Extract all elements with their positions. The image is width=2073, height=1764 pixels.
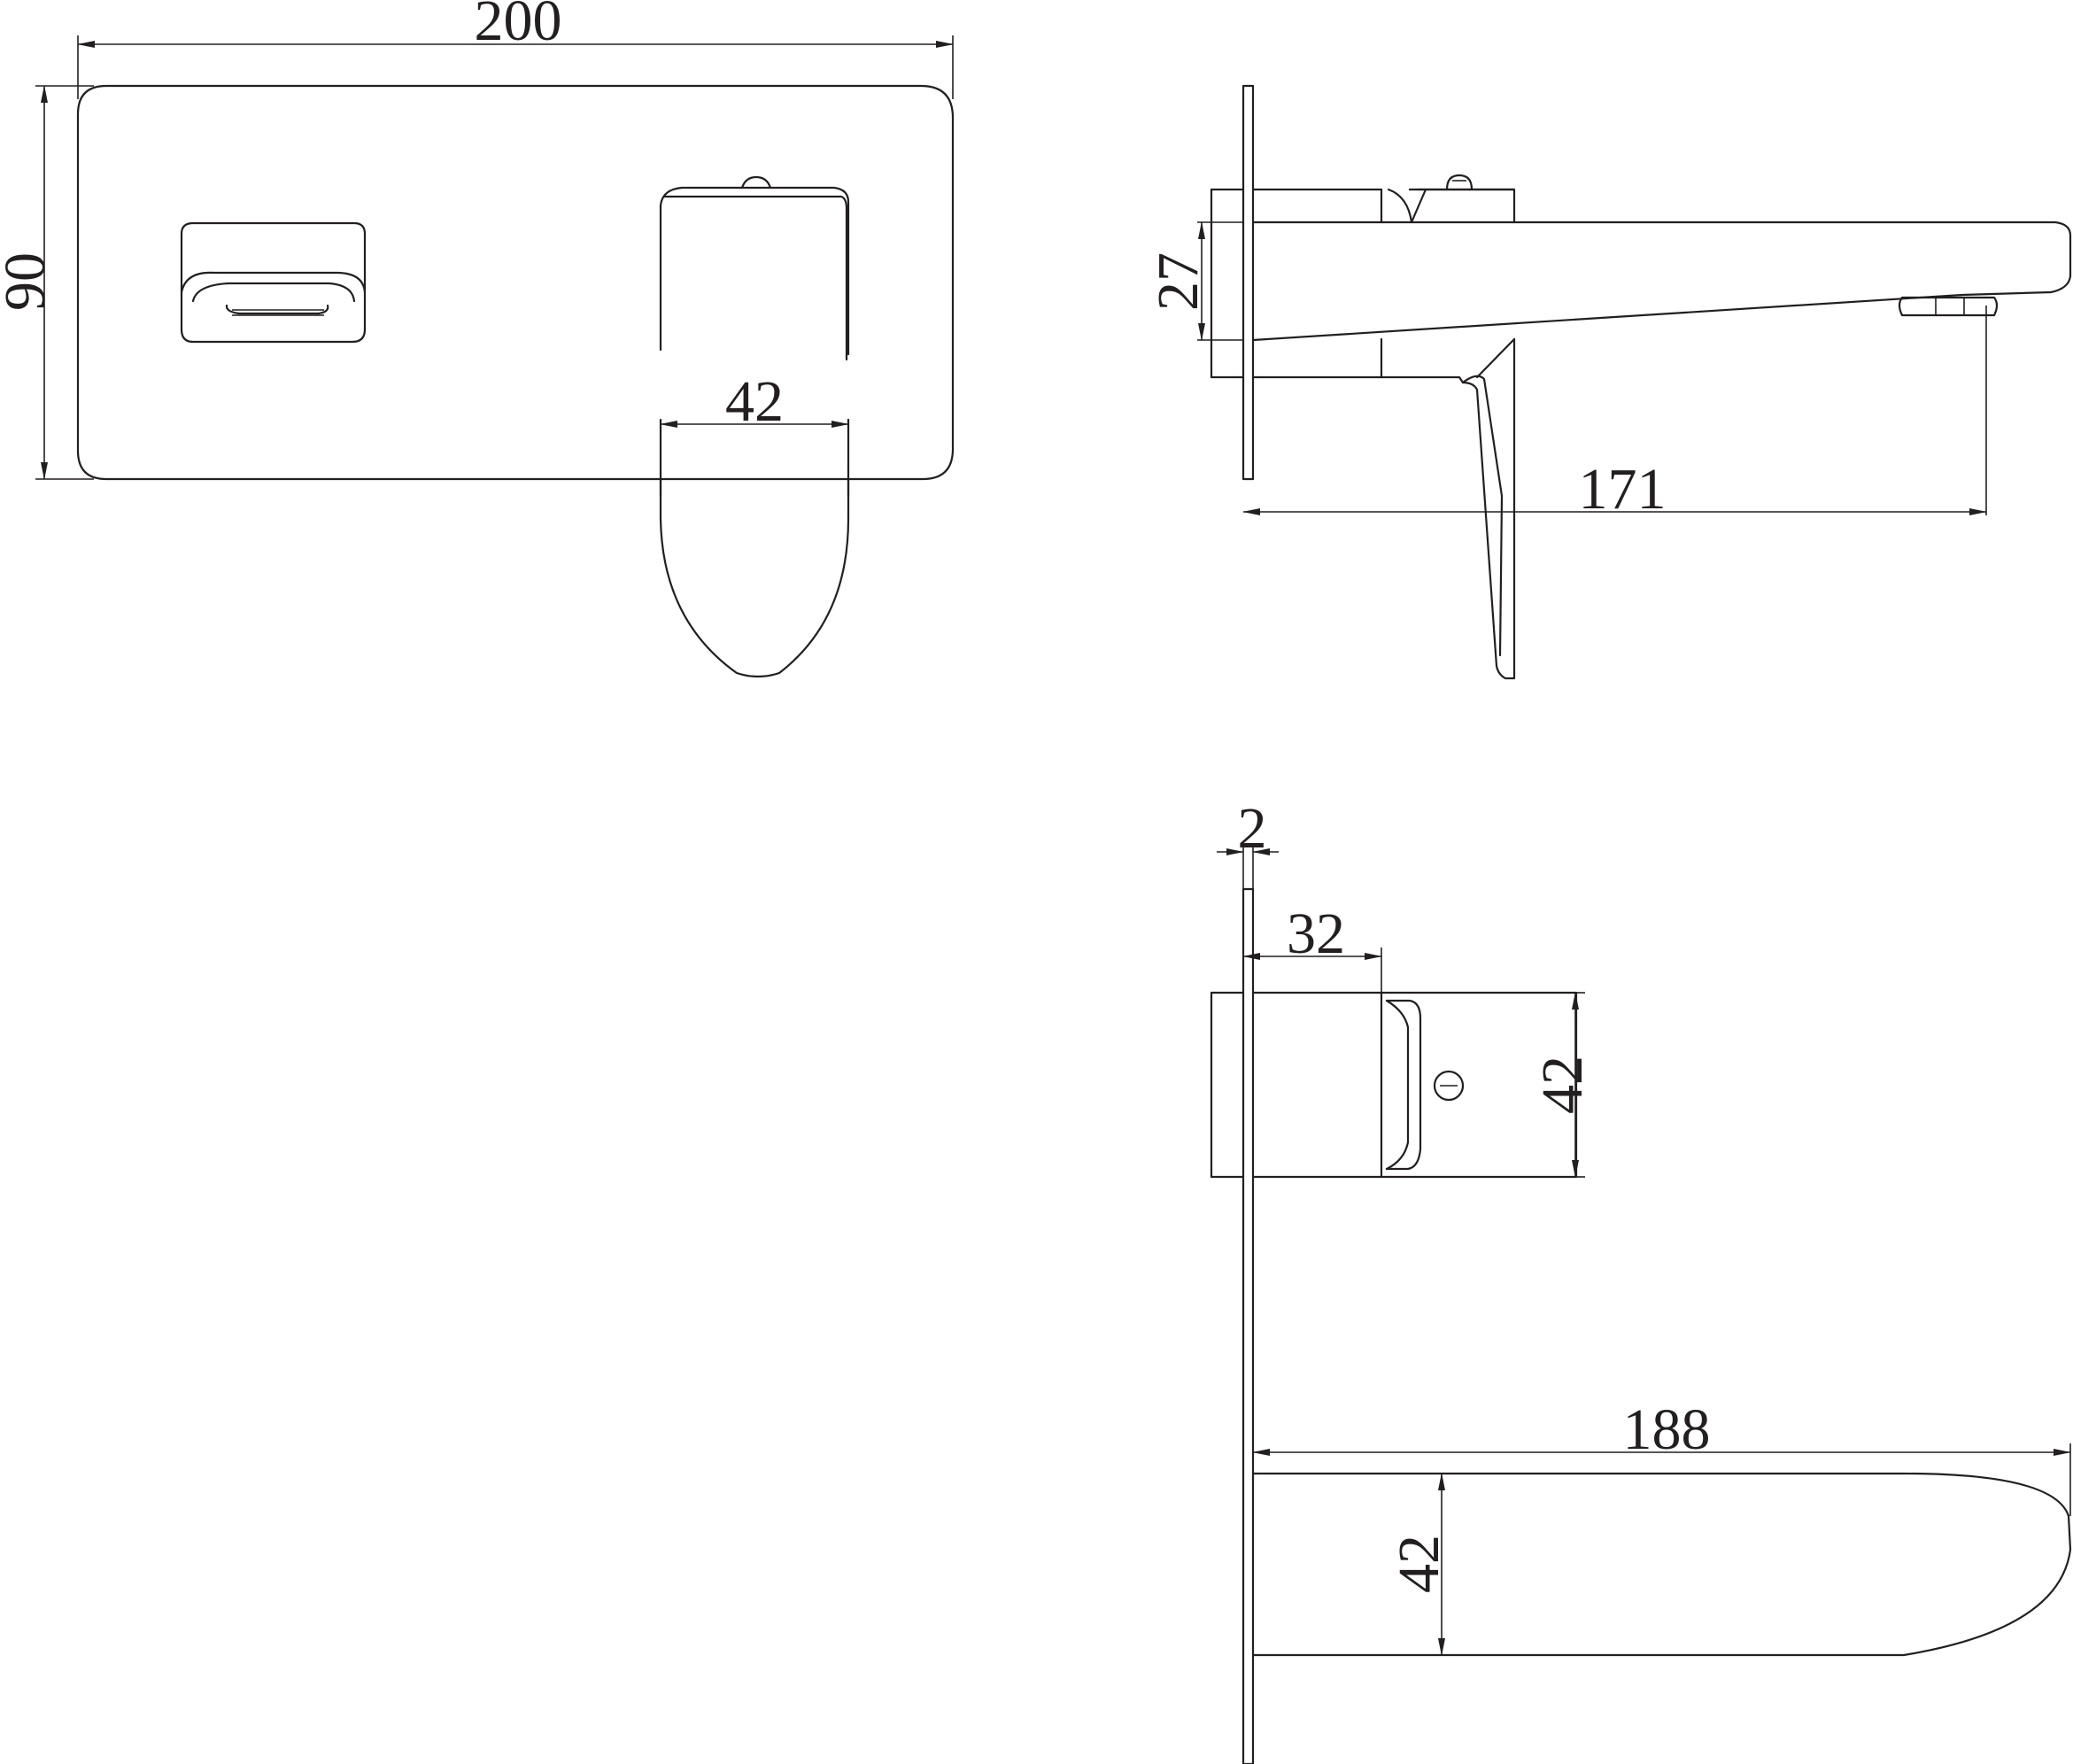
side-body [1210, 188, 1516, 224]
top-wall-plate [1241, 887, 1255, 1764]
dim-lever-width-front: 42 [725, 369, 784, 434]
dim-plate-thickness: 2 [1238, 796, 1267, 861]
side-lever-handle [1380, 337, 1516, 680]
side-view: 27 171 [1146, 84, 2072, 680]
dim-body-depth: 32 [1287, 901, 1345, 966]
dim-body-height: 42 [1530, 1056, 1595, 1114]
side-spout [1251, 220, 2072, 342]
front-view: 200 90 42 [0, 0, 955, 678]
front-wall-plate [76, 84, 955, 481]
dim-spout-length: 188 [1623, 1397, 1711, 1462]
top-spout [1251, 1472, 2072, 1657]
side-aerator [1898, 296, 1999, 317]
dim-plate-height: 90 [0, 252, 58, 311]
front-outlet-recess [180, 221, 367, 344]
dim-spout-height: 27 [1146, 252, 1211, 311]
front-lever-handle [659, 175, 850, 678]
dim-plate-width: 200 [475, 0, 562, 53]
top-view: 2 32 42 188 42 [1210, 796, 2072, 1764]
dim-spout-reach: 171 [1579, 457, 1667, 522]
top-body [1210, 991, 1578, 1179]
top-set-screw [1433, 1070, 1465, 1102]
side-wall-plate [1241, 84, 1255, 481]
dim-spout-width: 42 [1387, 1535, 1451, 1593]
